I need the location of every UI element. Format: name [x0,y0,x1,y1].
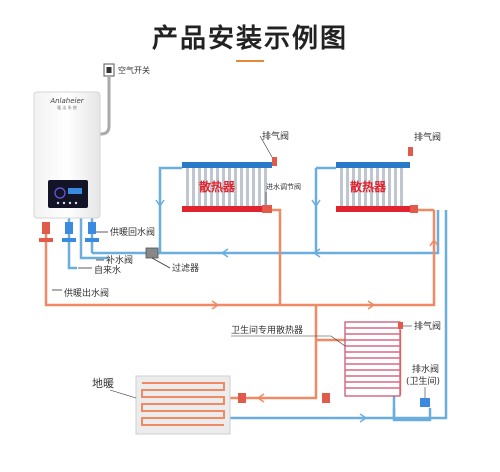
title-underline [236,60,264,62]
air-switch-label: 空气开关 [118,65,150,75]
radiator-2: 散热器 排气阀 [336,131,441,213]
arrow-right-down [311,199,321,208]
radiator2-return-pipe [314,166,336,253]
arrow-return-2 [312,248,321,258]
arrow-supply-1 [211,300,220,310]
drain-valve: 排水阀 (卫生间) [406,363,440,407]
arrow-floor-1 [256,393,265,403]
supply-main-pipe [44,210,436,307]
radiator-2-exhaust-valve-icon [408,147,413,156]
arrow-floor-return [359,413,368,423]
bathroom-supply-pipe [230,305,318,400]
boiler-brand-sub: 暖 洁 系 统 [57,104,77,110]
supply-valve-icon [42,222,50,234]
exhaust-valve-3-label: 排气阀 [414,320,441,332]
exhaust-valve-1-label: 排气阀 [262,130,289,142]
radiator-2-inlet-valve-icon [410,205,418,213]
radiator-1-exhaust-valve-icon [272,157,277,166]
radiator-1: 散热器 排气阀 进水调节阀 [182,130,301,213]
radiator1-supply-pipe [272,208,282,305]
radiator-2-fins [340,168,403,206]
bathroom-radiator-label: 卫生间专用散热器 [231,324,303,336]
tap-water-label: 自来水 [94,264,121,276]
return-valve-icon [65,222,73,234]
boiler-cold-stub-1 [67,218,77,270]
floor-heating: 地暖 [92,375,330,435]
boiler: Anlaheier 暖 洁 系 统 [33,91,101,242]
radiator-1-inlet-valve-icon [262,205,272,213]
refill-stub [79,218,108,260]
floor-heating-coil [141,382,225,426]
heating-return-valve-label: 供暖回水阀 [110,226,155,238]
refill-valve-icon [88,222,96,234]
arrow-supply-2 [367,300,376,310]
bathroom-radiator-bars [345,327,400,389]
exhaust-valve-2-label: 排气阀 [414,131,441,143]
bathroom-radiator: 卫生间专用散热器 排气阀 [231,320,441,397]
refill-valve-label: 补水阀 [106,254,133,266]
floor-heating-label: 地暖 [92,377,114,390]
boiler-labels: 供暖回水阀 补水阀 自来水 供暖出水阀 [52,226,155,299]
arrow-up-right [429,238,439,247]
filter: 过滤器 [145,247,199,274]
radiator-1-label: 散热器 [199,179,236,194]
radiator-2-label: 散热器 [350,179,387,194]
arrow-left-down [155,199,165,208]
heating-outlet-valve-label: 供暖出水阀 [64,287,109,299]
floor-return-pipe [230,210,448,420]
drain-valve-label: 排水阀 [412,363,439,375]
floor-branch-valve-icon [322,393,330,403]
floor-supply-valve-icon [238,393,246,403]
bathroom-exhaust-valve-icon [398,322,403,329]
radiator-1-fins [186,168,267,206]
flow-arrows [155,199,439,423]
drain-valve-icon [420,398,430,407]
page-title: 产品安装示例图 [151,24,348,54]
air-switch: 空气开关 [92,63,150,136]
drain-valve-location: (卫生间) [406,375,440,387]
inlet-valve-label: 进水调节阀 [266,182,301,191]
drain-outlet-pipe [392,408,432,422]
arrow-return-1 [220,248,229,258]
boiler-brand: Anlaheier [49,97,84,105]
filter-label: 过滤器 [172,262,199,274]
